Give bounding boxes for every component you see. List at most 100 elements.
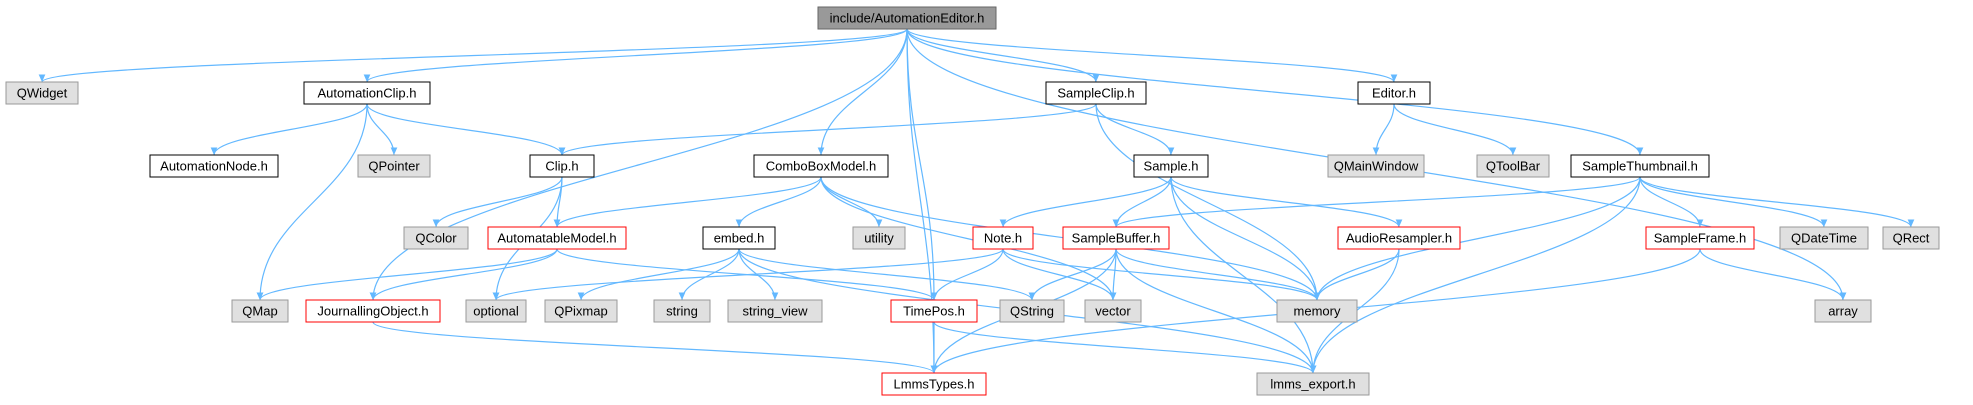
node-qmainwindow[interactable]: QMainWindow [1327, 154, 1425, 178]
node-automatablemodel-box [487, 226, 627, 250]
node-memory-label: memory [1294, 303, 1341, 318]
node-samplethumbnail-label: SampleThumbnail.h [1582, 158, 1698, 173]
node-qpointer-box [357, 154, 431, 178]
node-string[interactable]: string [653, 299, 711, 323]
node-embed-box [702, 226, 776, 250]
node-lmms_export[interactable]: lmms_export.h [1256, 372, 1370, 396]
node-timepos[interactable]: TimePos.h [890, 299, 978, 323]
node-sampleclip-box [1045, 81, 1147, 105]
edge-sample-to-note [999, 176, 1172, 228]
node-string_view-box [727, 299, 823, 323]
edge-root-to-sampleclip [906, 28, 1100, 83]
node-sample[interactable]: Sample.h [1133, 154, 1209, 178]
node-automationclip-box [303, 81, 431, 105]
node-sampleframe-box [1645, 226, 1755, 250]
node-qstring-label: QString [1010, 303, 1054, 318]
node-qdatetime-box [1779, 226, 1869, 250]
node-automationnode[interactable]: AutomationNode.h [149, 154, 279, 178]
edge-samplethumbnail-to-qrect [1639, 176, 1915, 228]
node-vector[interactable]: vector [1084, 299, 1142, 323]
edge-clip-to-qcolor [432, 176, 563, 228]
node-qpixmap-label: QPixmap [554, 303, 607, 318]
node-qpixmap[interactable]: QPixmap [544, 299, 618, 323]
node-journallingobject[interactable]: JournallingObject.h [305, 299, 441, 323]
edge-embed-to-qpixmap [577, 248, 740, 301]
edge-root-to-automationclip [363, 28, 908, 83]
edge-comboboxmodel-to-utility [820, 176, 883, 228]
node-string_view[interactable]: string_view [727, 299, 823, 323]
edge-note-to-vector [1002, 248, 1117, 301]
node-qcolor-box [403, 226, 469, 250]
node-qrect-label: QRect [1893, 230, 1930, 245]
node-samplethumbnail-box [1570, 154, 1710, 178]
node-editor-box [1357, 81, 1431, 105]
node-array[interactable]: array [1814, 299, 1872, 323]
node-utility[interactable]: utility [852, 226, 906, 250]
node-automatablemodel-label: AutomatableModel.h [497, 230, 616, 245]
edge-sampleframe-to-array [1699, 248, 1847, 301]
edge-note-to-memory [1002, 248, 1321, 301]
edge-samplethumbnail-to-samplebuffer [1112, 176, 1641, 228]
edge-note-to-timepos [930, 248, 1004, 301]
node-editor[interactable]: Editor.h [1357, 81, 1431, 105]
node-qstring-box [999, 299, 1065, 323]
node-samplebuffer[interactable]: SampleBuffer.h [1062, 226, 1170, 250]
node-automationclip[interactable]: AutomationClip.h [303, 81, 431, 105]
node-samplethumbnail[interactable]: SampleThumbnail.h [1570, 154, 1710, 178]
node-sample-label: Sample.h [1144, 158, 1199, 173]
edge-sampleclip-to-memory [1095, 103, 1321, 301]
node-audioresampler-label: AudioResampler.h [1346, 230, 1452, 245]
node-root[interactable]: include/AutomationEditor.h [817, 6, 997, 30]
edge-automationclip-to-qmap [256, 103, 368, 301]
node-comboboxmodel-box [753, 154, 889, 178]
node-qwidget-label: QWidget [17, 85, 68, 100]
node-embed-label: embed.h [714, 230, 765, 245]
edge-embed-to-string [678, 248, 740, 301]
node-qmap[interactable]: QMap [231, 299, 289, 323]
node-memory[interactable]: memory [1276, 299, 1358, 323]
edge-embed-to-qstring [738, 248, 1036, 301]
edge-automationclip-to-qpointer [366, 103, 398, 156]
node-clip[interactable]: Clip.h [529, 154, 595, 178]
node-timepos-box [890, 299, 978, 323]
node-qmainwindow-box [1327, 154, 1425, 178]
node-automatablemodel[interactable]: AutomatableModel.h [487, 226, 627, 250]
edge-automationclip-to-automationnode [210, 103, 368, 156]
node-memory-box [1276, 299, 1358, 323]
node-qpixmap-box [544, 299, 618, 323]
node-qpointer-label: QPointer [368, 158, 420, 173]
edge-timepos-to-lmms_export [933, 321, 1317, 374]
node-embed[interactable]: embed.h [702, 226, 776, 250]
node-qpointer[interactable]: QPointer [357, 154, 431, 178]
node-qwidget[interactable]: QWidget [5, 81, 79, 105]
edge-sampleclip-to-clip [558, 103, 1097, 156]
node-qdatetime[interactable]: QDateTime [1779, 226, 1869, 250]
node-root-box [817, 6, 997, 30]
node-optional[interactable]: optional [465, 299, 527, 323]
node-vector-box [1084, 299, 1142, 323]
node-lmms_export-box [1256, 372, 1370, 396]
edge-samplethumbnail-to-lmms_export [1309, 176, 1641, 374]
node-comboboxmodel[interactable]: ComboBoxModel.h [753, 154, 889, 178]
node-lmmstypes-box [881, 372, 987, 396]
node-qtoolbar[interactable]: QToolBar [1476, 154, 1550, 178]
node-qcolor[interactable]: QColor [403, 226, 469, 250]
node-audioresampler[interactable]: AudioResampler.h [1337, 226, 1461, 250]
edge-automatablemodel-to-journallingobject [369, 248, 558, 301]
node-automationclip-label: AutomationClip.h [318, 85, 417, 100]
node-qmap-box [231, 299, 289, 323]
node-sampleclip[interactable]: SampleClip.h [1045, 81, 1147, 105]
node-qstring[interactable]: QString [999, 299, 1065, 323]
edge-layer [38, 28, 1915, 374]
edge-samplethumbnail-to-sampleframe [1639, 176, 1704, 228]
node-optional-label: optional [473, 303, 519, 318]
node-note[interactable]: Note.h [972, 226, 1034, 250]
node-lmmstypes[interactable]: LmmsTypes.h [881, 372, 987, 396]
node-qrect[interactable]: QRect [1882, 226, 1940, 250]
node-sampleframe[interactable]: SampleFrame.h [1645, 226, 1755, 250]
edge-journallingobject-to-lmmstypes [372, 321, 938, 374]
edge-sample-to-samplebuffer [1112, 176, 1172, 228]
edge-sample-to-audioresampler [1170, 176, 1403, 228]
